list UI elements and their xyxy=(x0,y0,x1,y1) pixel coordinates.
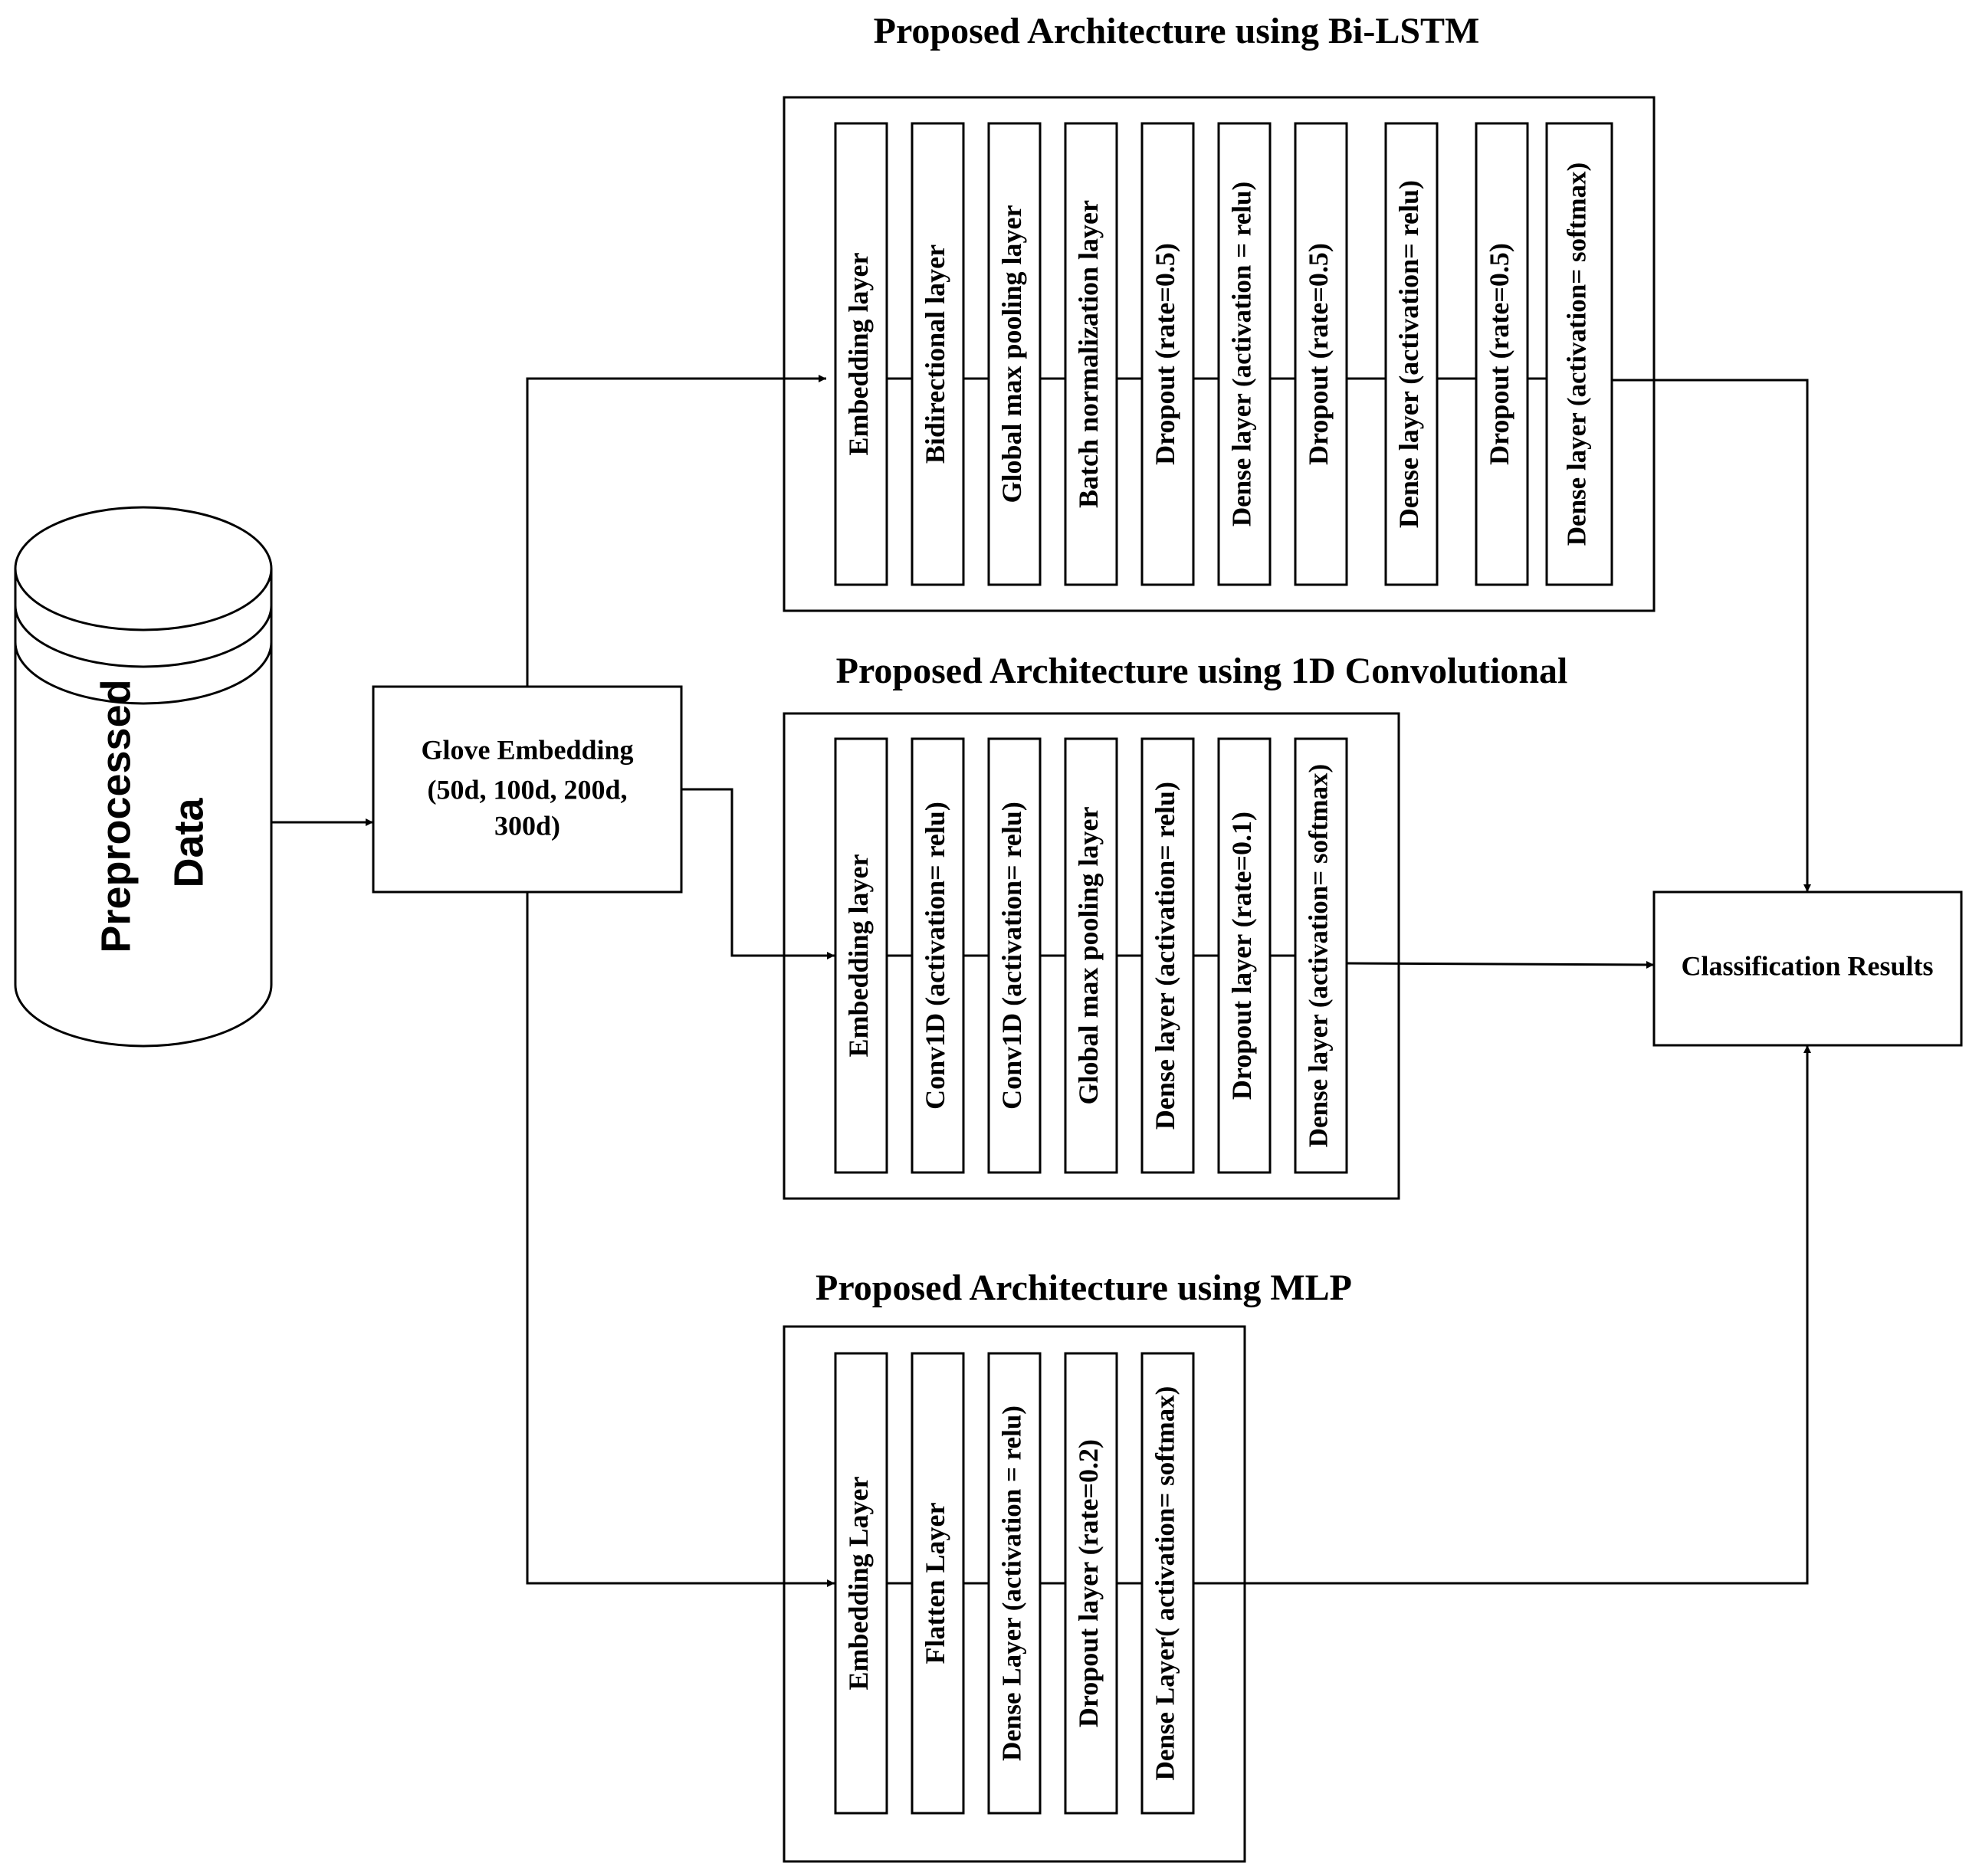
bilstm-layer: Global max pooling layer xyxy=(987,122,1042,586)
conv1d-layer-box xyxy=(1064,737,1118,1174)
bilstm-layer-box xyxy=(834,122,888,586)
bilstm-architecture: Proposed Architecture using Bi-LSTM Embed… xyxy=(783,11,1656,612)
glove-embedding-line3: 300d) xyxy=(494,810,560,841)
bilstm-layer-label: Global max pooling layer xyxy=(996,205,1027,503)
bilstm-layer-label: Batch normalization layer xyxy=(1073,200,1104,508)
arrow-conv-to-results xyxy=(1347,960,1655,969)
conv1d-layer-label: Dropout layer (rate=0.1) xyxy=(1226,812,1257,1100)
mlp-layer-label: Flatten Layer xyxy=(920,1503,950,1664)
bilstm-layer: Dense layer (activation = relu) xyxy=(1217,122,1272,586)
mlp-layer-label: Dense Layer (activation = relu) xyxy=(997,1405,1027,1761)
conv1d-layer-box xyxy=(1217,737,1272,1174)
bilstm-layer: Dropout (rate=0.5) xyxy=(1475,122,1529,586)
glove-embedding-line2: (50d, 100d, 200d, xyxy=(427,774,627,805)
mlp-layer: Embedding Layer xyxy=(834,1352,888,1815)
bilstm-layer-box xyxy=(1064,122,1118,586)
conv1d-layer-box xyxy=(834,737,888,1174)
connectors xyxy=(271,375,1811,1587)
classification-results-box: Classification Results xyxy=(1652,890,1963,1047)
mlp-layer-box xyxy=(834,1352,888,1815)
conv1d-layer: Dropout layer (rate=0.1) xyxy=(1217,737,1272,1174)
bilstm-layer-box xyxy=(911,122,965,586)
bilstm-layer-box xyxy=(987,122,1042,586)
conv1d-layer-label: Embedding layer xyxy=(843,854,874,1057)
conv1d-architecture: Proposed Architecture using 1D Convoluti… xyxy=(783,651,1568,1200)
mlp-layer: Dropout layer (rate=0.2) xyxy=(1064,1352,1118,1815)
conv1d-layer-box xyxy=(1294,737,1348,1174)
bilstm-layer-label: Bidirectional layer xyxy=(920,244,950,464)
arrow-bilstm-to-results xyxy=(1612,379,1811,892)
conv1d-layer-box xyxy=(987,737,1042,1174)
arrow-mlp-to-results xyxy=(1194,1045,1811,1585)
bilstm-layer-box xyxy=(1294,122,1348,586)
mlp-layer: Dense Layer (activation = relu) xyxy=(987,1352,1042,1815)
bilstm-layer: Dense layer (activation= relu) xyxy=(1384,122,1439,586)
bilstm-layer: Bidirectional layer xyxy=(911,122,965,586)
conv1d-layer: Global max pooling layer xyxy=(1064,737,1118,1174)
bilstm-title: Proposed Architecture using Bi-LSTM xyxy=(874,11,1480,51)
arrow-embedding-to-mlp xyxy=(526,892,835,1587)
conv1d-layer-label: Conv1D (activation= relu) xyxy=(996,802,1027,1110)
bilstm-layer-label: Dropout (rate=0.5) xyxy=(1484,243,1514,465)
bilstm-layer-box xyxy=(1217,122,1272,586)
bilstm-layer: Batch normalization layer xyxy=(1064,122,1118,586)
conv1d-layer-label: Dense layer (activation= softmax) xyxy=(1304,764,1334,1147)
mlp-title: Proposed Architecture using MLP xyxy=(815,1268,1352,1308)
mlp-architecture: Proposed Architecture using MLP Embedding… xyxy=(783,1268,1352,1863)
bilstm-layer-label: Dense layer (activation = relu) xyxy=(1227,182,1257,526)
conv1d-layer-label: Conv1D (activation= relu) xyxy=(920,802,950,1110)
bilstm-layer-box xyxy=(1384,122,1439,586)
conv1d-layer-label: Global max pooling layer xyxy=(1073,806,1104,1104)
database-label-line2: Data xyxy=(166,798,212,888)
mlp-layer-box xyxy=(1140,1352,1195,1815)
bilstm-layer-label: Dropout (rate=0.5) xyxy=(1303,243,1334,465)
mlp-layer: Dense Layer( activation= softmax) xyxy=(1140,1352,1195,1815)
conv1d-layer: Dense layer (activation= softmax) xyxy=(1294,737,1348,1174)
bilstm-layer-box xyxy=(1545,122,1613,586)
bilstm-layer: Dropout (rate=0.5) xyxy=(1294,122,1348,586)
glove-embedding-box: Glove Embedding (50d, 100d, 200d, 300d) xyxy=(372,685,683,894)
mlp-layer-box xyxy=(987,1352,1042,1815)
mlp-layer-label: Dropout layer (rate=0.2) xyxy=(1073,1439,1104,1727)
bilstm-layer-label: Dropout (rate=0.5) xyxy=(1150,243,1180,465)
conv1d-layer-box xyxy=(911,737,965,1174)
bilstm-layer-label: Dense layer (activation= softmax) xyxy=(1562,162,1592,546)
conv1d-layer: Conv1D (activation= relu) xyxy=(987,737,1042,1174)
database-label-line1: Preprocessed xyxy=(93,679,139,953)
conv1d-title: Proposed Architecture using 1D Convoluti… xyxy=(836,651,1568,691)
conv1d-layer-label: Dense layer (activation= relu) xyxy=(1150,782,1180,1130)
bilstm-layer-box xyxy=(1140,122,1195,586)
bilstm-layer-label: Embedding layer xyxy=(843,252,874,455)
architecture-panels: Proposed Architecture using Bi-LSTM Embed… xyxy=(783,11,1656,1863)
conv1d-layer: Embedding layer xyxy=(834,737,888,1174)
mlp-layer-label: Embedding Layer xyxy=(843,1476,874,1690)
arrow-embedding-to-bilstm xyxy=(526,375,826,687)
bilstm-layer-label: Dense layer (activation= relu) xyxy=(1393,180,1424,528)
mlp-layer-label: Dense Layer( activation= softmax) xyxy=(1150,1386,1180,1781)
conv1d-layer: Dense layer (activation= relu) xyxy=(1140,737,1195,1174)
mlp-layer-box xyxy=(911,1352,965,1815)
conv1d-layer-box xyxy=(1140,737,1195,1174)
mlp-layer: Flatten Layer xyxy=(911,1352,965,1815)
classification-results-label: Classification Results xyxy=(1681,950,1933,981)
mlp-layer-box xyxy=(1064,1352,1118,1815)
bilstm-layer: Embedding layer xyxy=(834,122,888,586)
preprocessed-data-database: Preprocessed Data xyxy=(14,506,273,1048)
arrow-embedding-to-conv xyxy=(681,788,835,959)
bilstm-layer: Dense layer (activation= softmax) xyxy=(1545,122,1613,586)
conv1d-layer: Conv1D (activation= relu) xyxy=(911,737,965,1174)
bilstm-layer: Dropout (rate=0.5) xyxy=(1140,122,1195,586)
glove-embedding-line1: Glove Embedding xyxy=(421,734,633,765)
bilstm-layer-box xyxy=(1475,122,1529,586)
